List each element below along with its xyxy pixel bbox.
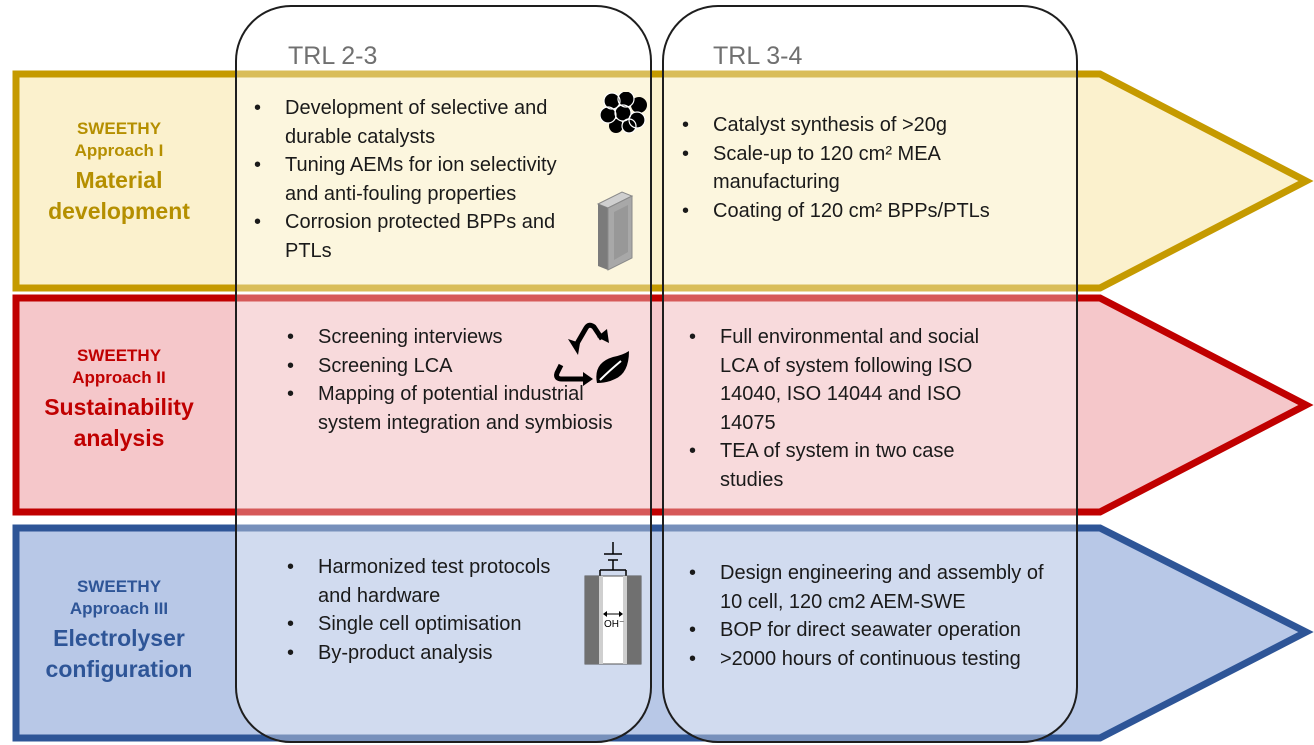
sustainability-trl34-list: Full environmental and social LCA of sys… [686,323,1016,494]
list-item: Tuning AEMs for ion selectivity and anti… [251,151,591,208]
list-item: Scale-up to 120 cm² MEA manufacturing [679,140,1019,197]
approach-3-title: Electrolyser configuration [45,625,193,682]
list-item: Mapping of potential industrial system i… [284,380,614,437]
approach-3-number: Approach III [69,599,169,618]
list-item: TEA of system in two case studies [686,437,1016,494]
hydroxide-label: OH⁻ [604,619,625,630]
list-item: Single cell optimisation [284,610,584,639]
list-item: Coating of 120 cm² BPPs/PTLs [679,197,1019,226]
list-item: Screening interviews [284,323,614,352]
list-item: Corrosion protected BPPs and PTLs [251,208,591,265]
approach-2-title: Sustainability analysis [44,394,194,451]
material-trl34-list: Catalyst synthesis of >20g Scale-up to 1… [679,111,1019,225]
recycle-leaf-icon [554,322,629,386]
electrolyser-trl23-list: Harmonized test protocols and hardware S… [284,553,584,667]
approach-1-number: Approach I [74,141,164,160]
approach-3-brand: SWEETHY [76,577,162,596]
electrolyser-trl34-list: Design engineering and assembly of 10 ce… [686,559,1046,673]
list-item: Harmonized test protocols and hardware [284,553,584,610]
list-item: Screening LCA [284,352,614,381]
list-item: Development of selective and durable cat… [251,94,591,151]
list-item: >2000 hours of continuous testing [686,645,1046,674]
approach-1-label: SWEETHY Approach I Material development [16,118,222,227]
list-item: Design engineering and assembly of 10 ce… [686,559,1046,616]
trl34-heading: TRL 3-4 [713,42,803,70]
catalyst-particles-icon [600,92,647,134]
approach-1-title: Material development [48,167,190,224]
approach-3-label: SWEETHY Approach III Electrolyser config… [16,576,222,685]
electrolysis-cell-icon: OH⁻ [584,540,642,666]
approach-2-label: SWEETHY Approach II Sustainability analy… [16,345,222,454]
list-item: BOP for direct seawater operation [686,616,1046,645]
approach-1-brand: SWEETHY [76,119,162,138]
material-trl23-list: Development of selective and durable cat… [251,94,591,265]
approach-2-brand: SWEETHY [76,346,162,365]
approach-2-number: Approach II [72,368,166,387]
plate-icon [596,191,634,271]
list-item: By-product analysis [284,639,584,668]
list-item: Catalyst synthesis of >20g [679,111,1019,140]
trl23-heading: TRL 2-3 [288,42,378,70]
sustainability-trl23-list: Screening interviews Screening LCA Mappi… [284,323,614,437]
list-item: Full environmental and social LCA of sys… [686,323,1016,437]
